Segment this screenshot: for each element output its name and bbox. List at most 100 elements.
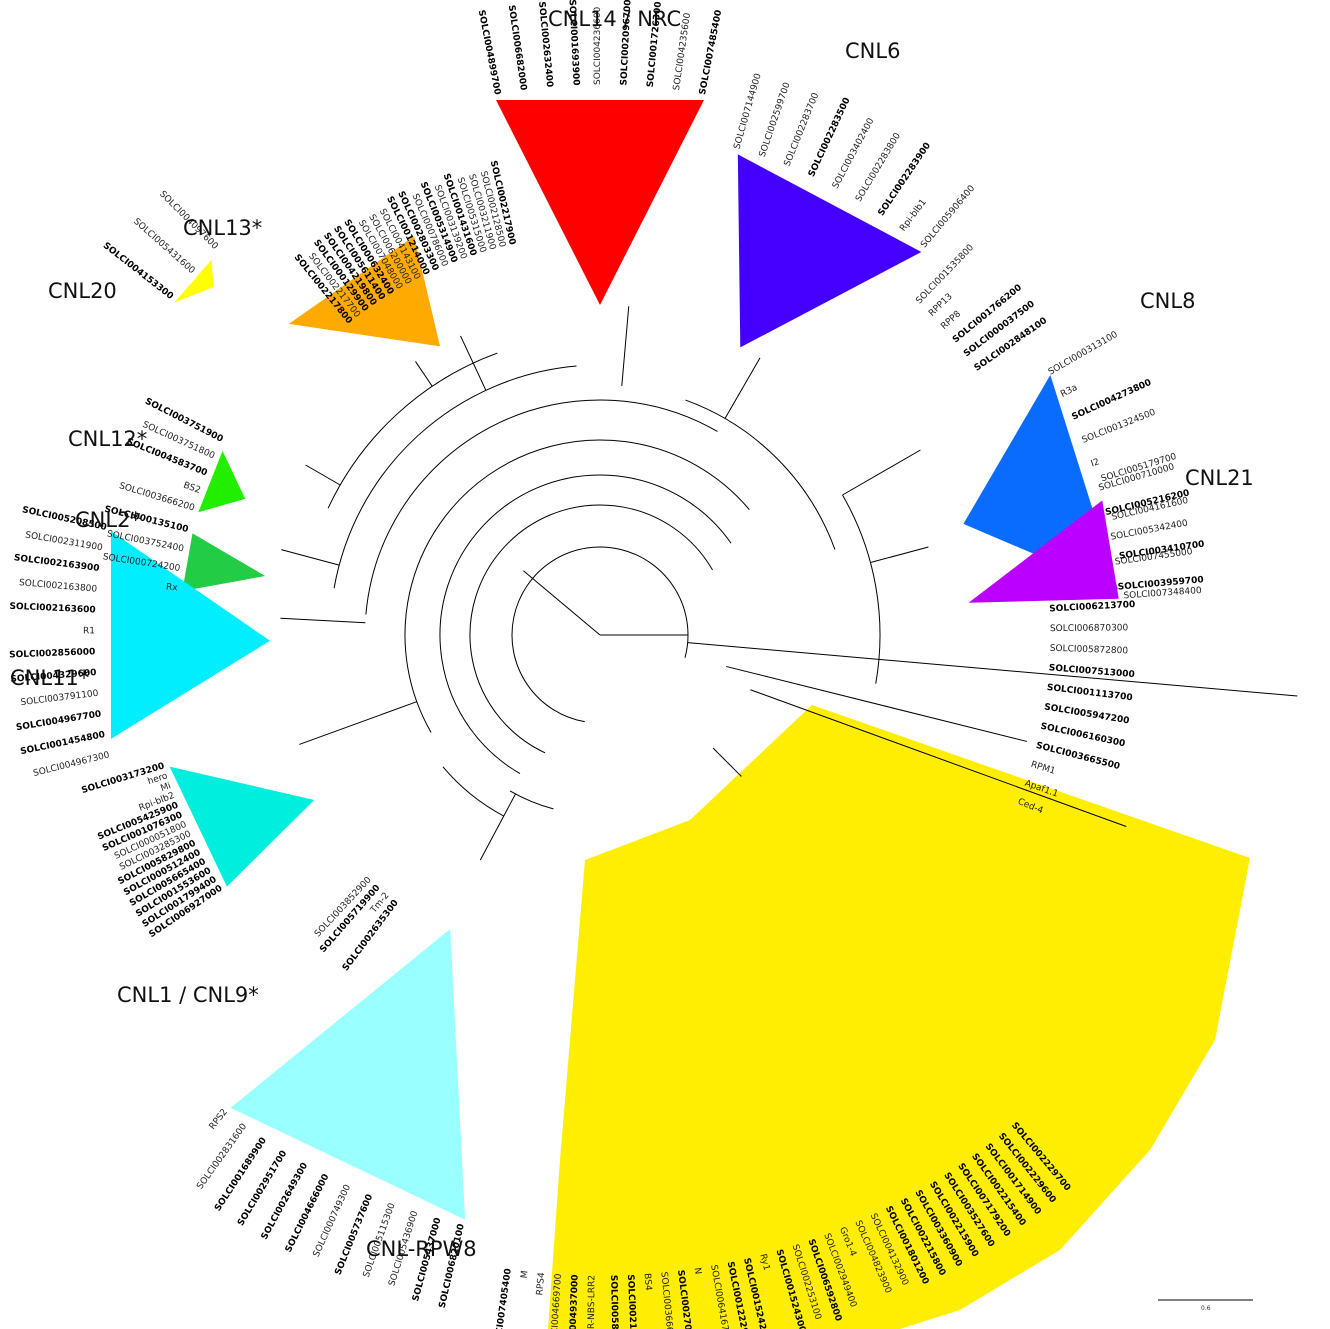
leaf-label: SOLCI002163900: [13, 553, 100, 574]
leaf-label: SOLCI002856000: [9, 647, 96, 660]
cnl21-stem: [870, 546, 929, 564]
tnl-background: [548, 705, 1250, 1329]
backbone-arc-5: [333, 365, 577, 589]
clade-triangles: [110, 100, 1119, 1220]
clade-label-cnl20: CNL20: [48, 279, 117, 303]
cnl6-triangle: [737, 154, 922, 348]
clade-label-rpw8: CNL-RPW8: [366, 1237, 477, 1261]
leaf-label: SOLCI007405400: [492, 1268, 514, 1329]
leaf-label: SOLCI005342400: [1110, 518, 1189, 542]
cnl11-triangle: [110, 531, 271, 739]
cnl1-triangle: [169, 766, 315, 887]
leaf-label: SOLCI006213700: [1049, 600, 1136, 614]
leaf-label: SOLCI005906400: [919, 183, 977, 250]
clade-label-cnl21: CNL21: [1185, 466, 1254, 490]
leaf-label: SOLCI007144900: [732, 72, 763, 150]
leaf-label: SOLCI004937000: [568, 1274, 581, 1329]
cnl2-stem: [281, 549, 340, 566]
cnl13-stem: [460, 335, 487, 391]
leaf-label: SOLCI006820100: [438, 1223, 467, 1309]
outgroup-branch-rpm1: [687, 642, 1298, 697]
clade-label-cnl1: CNL1 / CNL9*: [117, 983, 259, 1007]
cnl2-triangle: [182, 533, 266, 592]
cnl14-stem: [621, 306, 630, 386]
leaf-label: SOLCI001113700: [1046, 683, 1133, 703]
cnl12-stem: [305, 464, 341, 486]
clade-label-cnl8: CNL8: [1140, 289, 1195, 313]
clade-label-cnl12: CNL12*: [68, 427, 147, 451]
leaf-label: SOLCI007485400: [698, 9, 724, 96]
leaf-label: SOLCI002163800: [19, 578, 98, 595]
leaf-label: BS4: [642, 1273, 653, 1291]
backbone-arc-10: [442, 766, 504, 817]
leaf-label: SOLCI002311900: [24, 530, 103, 553]
cnl14-triangle: [496, 100, 704, 305]
leaf-label: SOLCI003791100: [20, 689, 99, 708]
leaf-label: I2: [1090, 457, 1101, 469]
cnl21-triangle: [968, 500, 1119, 603]
leaf-label: Rx: [165, 582, 178, 593]
scale-bar-label: 0.6: [1201, 1305, 1211, 1312]
cnl8-stem: [842, 449, 921, 496]
leaf-label: SOLCI001689900: [213, 1136, 269, 1213]
backbone-arc-7: [685, 399, 836, 550]
leaf-label: SOLCI002113000: [625, 1274, 639, 1329]
leaf-label: RPS4: [535, 1272, 547, 1296]
backbone-arc-8: [842, 494, 881, 684]
backbone-arc-4: [365, 399, 718, 615]
backbone-arc-2: [439, 474, 732, 774]
leaf-label: Ry1: [757, 1253, 771, 1272]
leaf-label: SOLCI002163600: [9, 602, 96, 616]
backbone-arc-9: [509, 790, 554, 810]
leaf-label: SOLCI006682000: [506, 4, 528, 91]
clade-label-cnl14: CNL14 / NRC: [548, 7, 681, 31]
cnl1-stem: [299, 701, 417, 745]
leaf-label: SOLCI000313100: [1047, 330, 1120, 378]
rpw8-triangle: [230, 929, 466, 1220]
leaf-label: R1: [83, 626, 95, 636]
cnl6-stem: [724, 357, 761, 419]
backbone-arc-6: [327, 352, 498, 509]
leaf-label: RPS2: [208, 1107, 230, 1131]
backbone-arc-1: [469, 504, 714, 754]
cnl13-triangle: [288, 236, 441, 347]
leaf-label: SOLCI005872800: [1050, 644, 1129, 657]
rpw8-stem: [479, 793, 516, 861]
leaf-label: N: [692, 1267, 703, 1275]
clade-label-cnl13: CNL13*: [183, 216, 262, 240]
leaf-label: SOLCI002599700: [758, 81, 793, 159]
cnl12-triangle: [198, 450, 246, 513]
outgroup-branch-ced4: [750, 689, 1127, 828]
leaf-label: TIR-NBS-LRR2: [587, 1275, 598, 1329]
cnl11-stem: [280, 617, 366, 624]
leaf-label: R3a: [1059, 383, 1079, 400]
leaf-label: SOLCI001454800: [20, 730, 106, 757]
cnl20-stem: [415, 361, 433, 387]
clade-label-cnl11: CNL11*: [10, 666, 89, 690]
root-stem: [523, 570, 601, 636]
leaf-label: BS2: [182, 481, 202, 496]
leaf-label: RPM1: [1029, 760, 1056, 777]
leaf-label: SOLCI004967700: [15, 709, 102, 733]
leaf-label: Mi: [159, 781, 172, 794]
leaf-label: SOLCI005844900: [608, 1275, 620, 1329]
leaf-label: RPP8: [939, 309, 963, 332]
leaf-label: M: [520, 1270, 531, 1279]
leaf-label: SOLCI004899700: [476, 9, 502, 96]
leaf-label: SOLCI006870300: [1050, 623, 1129, 634]
leaf-label: SOLCI004967300: [32, 750, 111, 779]
tree-branches: [280, 306, 1298, 861]
root-arc: [511, 546, 689, 723]
leaf-label: Rpi-blb1: [898, 198, 928, 234]
leaf-label: SOLCI002096700: [619, 0, 633, 86]
clade-label-cnl2: CNL2*: [75, 508, 141, 532]
leaf-label: SOLCI001693900: [566, 0, 580, 86]
cnl20-triangle: [174, 259, 214, 303]
leaf-label: SOLCI004669700: [549, 1273, 564, 1329]
clade-label-cnl6: CNL6: [845, 39, 900, 63]
backbone-arc-3: [404, 439, 750, 733]
outgroup-branch-apaf: [726, 665, 1028, 742]
leaf-label: SOLCI005947200: [1043, 702, 1130, 726]
leaf-label: SOLCI004236600: [593, 6, 603, 85]
